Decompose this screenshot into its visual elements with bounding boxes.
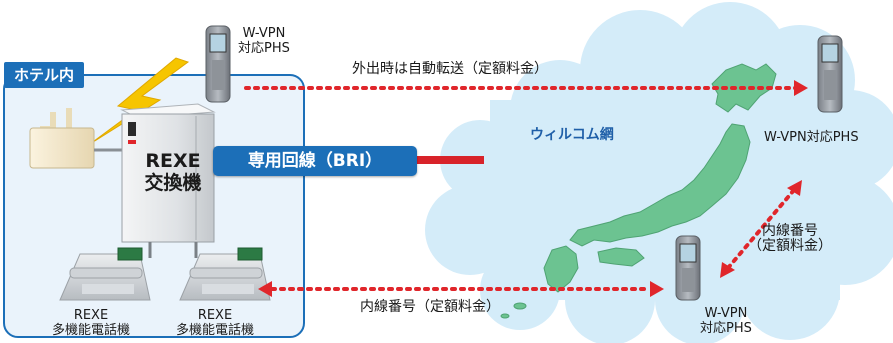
pbx-label-line2: 交換機 xyxy=(144,172,202,194)
phone-left-label-line1: REXE xyxy=(73,308,109,323)
arrow-auto-forward xyxy=(244,80,808,96)
phs-right-icon xyxy=(817,35,843,113)
phs-top-label-line1: W-VPN xyxy=(242,26,286,41)
extension-diagonal-label-line1: 内線番号 xyxy=(762,223,818,239)
leased-line-label: 専用回線（BRI） xyxy=(213,146,417,176)
phs-right-label-line1: W-VPN対応PHS xyxy=(764,130,859,145)
phone-left-label: REXE 多機能電話機 xyxy=(52,308,130,338)
phone-right-label: REXE 多機能電話機 xyxy=(176,308,254,338)
arrow-extension-bottom xyxy=(258,281,664,297)
phs-bottom-icon xyxy=(675,235,701,301)
phone-right-label-line1: REXE xyxy=(197,308,233,323)
phs-bottom-label-line1: W-VPN xyxy=(704,306,748,321)
phone-right-label-line2: 多機能電話機 xyxy=(176,323,255,338)
access-point-icon xyxy=(29,108,122,169)
phs-top-icon xyxy=(205,25,231,103)
pbx-label-line1: REXE xyxy=(145,150,201,172)
phs-top-label: W-VPN 対応PHS xyxy=(238,26,290,56)
arrow-extension-diagonal xyxy=(720,180,802,278)
pbx-label: REXE 交換機 xyxy=(128,150,218,194)
auto-forward-label: 外出時は自動転送（定額料金） xyxy=(352,61,548,77)
phs-right-label: W-VPN対応PHS xyxy=(764,130,859,145)
phs-top-label-line2: 対応PHS xyxy=(238,41,290,56)
phs-bottom-label: W-VPN 対応PHS xyxy=(700,306,752,336)
rexe-pbx-icon xyxy=(120,103,216,243)
extension-diagonal-label-line2: （定額料金） xyxy=(748,238,832,254)
rexe-phone-right-icon xyxy=(179,247,271,301)
phs-bottom-label-line2: 対応PHS xyxy=(700,321,752,336)
network-label: ウィルコム網 xyxy=(530,127,614,143)
extension-bottom-label: 内線番号（定額料金） xyxy=(360,299,500,315)
phone-left-label-line2: 多機能電話機 xyxy=(52,323,131,338)
rexe-phone-left-icon xyxy=(59,247,151,301)
hotel-label: ホテル内 xyxy=(4,62,85,88)
extension-diagonal-label: 内線番号 （定額料金） xyxy=(748,224,832,254)
